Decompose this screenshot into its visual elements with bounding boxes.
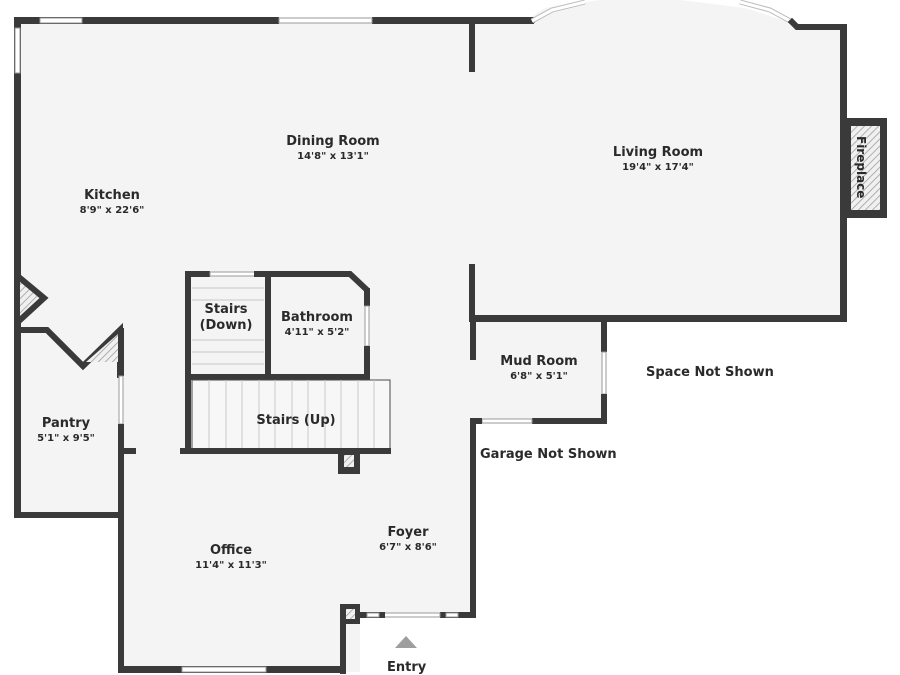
- room-dimensions: 6'8" x 5'1": [510, 371, 568, 382]
- room-name: Office: [209, 543, 253, 558]
- room-pantry: Pantry 5'1" x 9'5": [37, 416, 95, 446]
- room-dimensions: 11'4" x 11'3": [195, 560, 267, 571]
- room-foyer: Foyer 6'7" x 8'6": [379, 525, 437, 555]
- room-dimensions: 19'4" x 17'4": [622, 162, 694, 173]
- interior-walls: [15, 20, 476, 474]
- room-name: Mud Room: [500, 354, 578, 369]
- room-name: Foyer: [387, 525, 429, 540]
- room-dimensions: 4'11" x 5'2": [284, 327, 350, 338]
- exterior-walls: [14, 0, 887, 674]
- room-mud-room: Mud Room 6'8" x 5'1": [500, 354, 577, 384]
- garage-not-shown-label: Garage Not Shown: [480, 447, 617, 462]
- room-dimensions: 6'7" x 8'6": [379, 542, 437, 553]
- room-stairs-up: Stairs (Up): [256, 413, 335, 429]
- room-name: Kitchen: [84, 188, 140, 203]
- room-living-room: Living Room 19'4" x 17'4": [613, 145, 703, 175]
- room-name: Dining Room: [286, 134, 380, 149]
- room-name-line1: Stairs: [204, 302, 248, 317]
- room-name: Bathroom: [281, 310, 353, 325]
- entry-door: [383, 612, 441, 618]
- stairs-up-treads: [208, 380, 375, 449]
- space-not-shown-label: Space Not Shown: [646, 365, 774, 380]
- entry-label: Entry: [387, 660, 427, 675]
- room-dimensions: 14'8" x 13'1": [297, 151, 369, 162]
- window: [278, 17, 373, 24]
- room-dimensions: 8'9" x 22'6": [79, 205, 145, 216]
- window: [39, 17, 83, 24]
- room-bathroom: Bathroom 4'11" x 5'2": [281, 310, 353, 340]
- room-kitchen: Kitchen 8'9" x 22'6": [80, 188, 145, 218]
- entry-arrow-icon: [395, 636, 417, 648]
- fireplace-label: Fireplace: [854, 136, 868, 199]
- room-office: Office 11'4" x 11'3": [195, 543, 267, 573]
- room-name: Living Room: [612, 145, 704, 160]
- room-dining-room: Dining Room 14'8" x 13'1": [286, 134, 379, 164]
- floor-area: [15, 0, 845, 672]
- room-name: Stairs (Up): [256, 413, 336, 428]
- room-stairs-down: Stairs (Down): [200, 302, 253, 334]
- room-name-line2: (Down): [199, 318, 253, 333]
- room-dimensions: 5'1" x 9'5": [37, 433, 95, 444]
- room-name: Pantry: [41, 416, 91, 431]
